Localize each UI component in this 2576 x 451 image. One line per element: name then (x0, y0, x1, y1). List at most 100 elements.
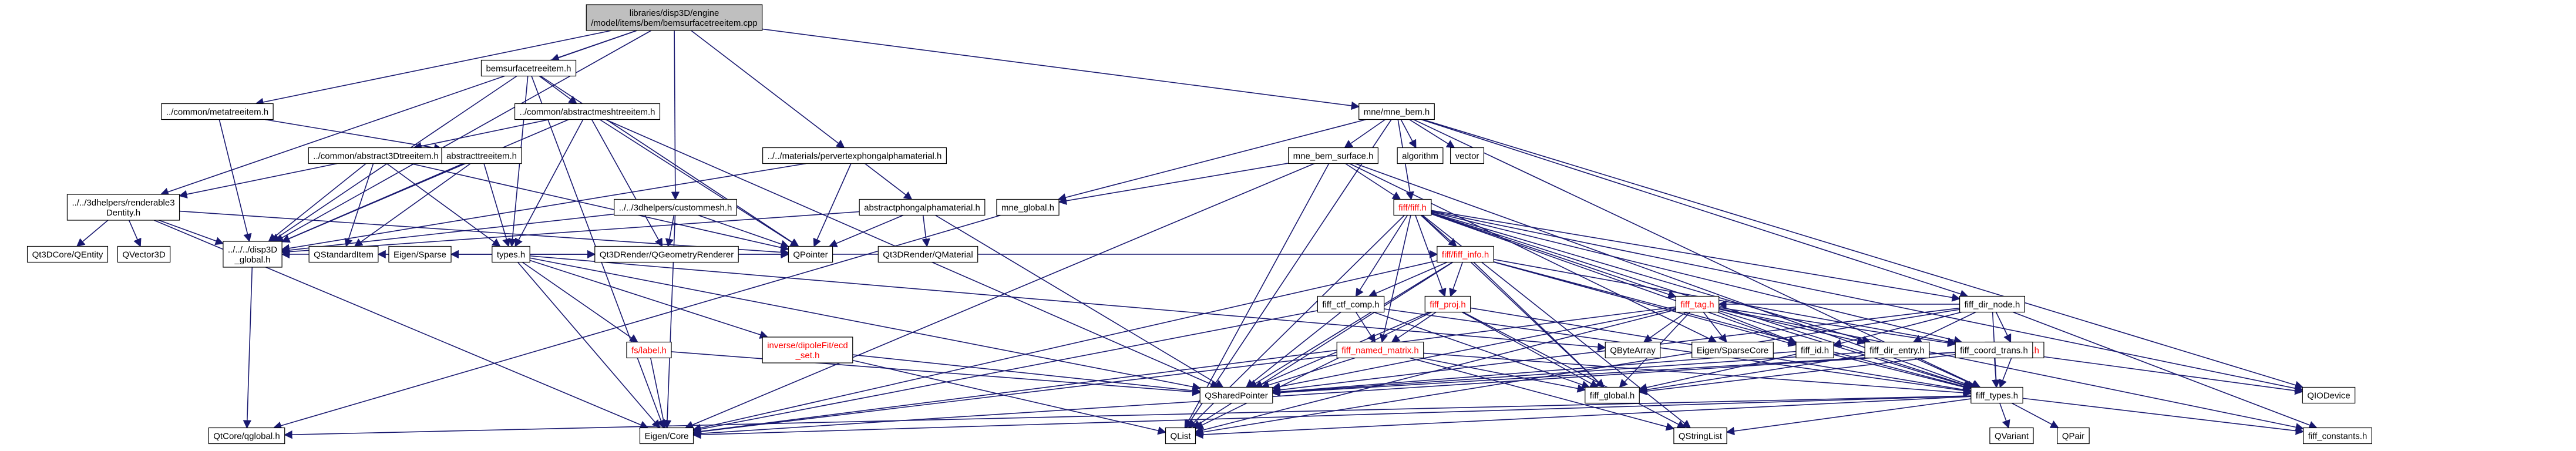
node-qvariant[interactable]: QVariant (1989, 427, 2034, 445)
edge-ab3d-to-disp3dg (268, 163, 366, 242)
node-vector[interactable]: vector (1450, 147, 1485, 164)
node-abmesh[interactable]: ../common/abstractmeshtreeitem.h (514, 103, 661, 120)
node-fsilabel[interactable]: fs/label.h (626, 341, 672, 359)
node-label: fiff_coord_trans.h (1960, 346, 2028, 356)
edge-fifftypes-to-fiffconst (2023, 398, 2305, 435)
node-label: Qt3DRender/QGeometryRenderer (600, 250, 734, 260)
node-fifftypes[interactable]: fiff_types.h (1970, 386, 2023, 404)
edge-bst-to-qpointer (540, 75, 799, 247)
edge-fiff-to-qiodevice (1431, 210, 2303, 393)
node-root[interactable]: libraries/disp3D/engine/model/items/bem/… (586, 4, 763, 31)
dependency-edges (76, 28, 2318, 439)
node-label: ../common/abstractmeshtreeitem.h (520, 107, 655, 117)
edge-abtree-to-types (483, 163, 511, 247)
node-fiffdir[interactable]: fiff_dir_node.h (1959, 295, 2025, 313)
edge-fifftag-to-fiffdirentry (1719, 308, 1866, 345)
edge-dipolefit-to-qshared (852, 354, 1201, 395)
node-label: fs/label.h (631, 346, 667, 356)
node-qgeomrend[interactable]: Qt3DRender/QGeometryRenderer (594, 245, 739, 263)
node-box (762, 336, 853, 364)
node-abphong[interactable]: ../../materials/pervertexphongalphamater… (762, 147, 947, 164)
edge-fiffinfo-to-eigencore (692, 260, 1438, 432)
edge-rendr-to-qvector3d (128, 220, 142, 247)
edge-fifftypes-to-eigencore (692, 395, 1971, 439)
node-fiffnamed[interactable]: fiff_named_matrix.h (1336, 341, 1424, 359)
node-qbytearray[interactable]: QByteArray (1605, 341, 1661, 359)
edge-root-to-cmesh (671, 30, 680, 200)
edge-fiffinfo-to-fiffctf (1368, 261, 1448, 297)
node-box (1393, 198, 1432, 216)
edge-root-to-abphong (691, 30, 845, 149)
node-ab3d[interactable]: ../common/abstract3Dtreeitem.h (308, 147, 444, 164)
node-mnesurf[interactable]: mne_bem_surface.h (1288, 147, 1378, 164)
node-qpointer[interactable]: QPointer (788, 245, 833, 263)
node-box (441, 147, 522, 164)
node-box (1675, 295, 1720, 313)
node-qshared[interactable]: QSharedPointer (1199, 386, 1273, 404)
node-box (1336, 341, 1424, 359)
edge-root-to-mnebem (762, 28, 1360, 110)
node-label: fiff_dir_entry.h (1869, 346, 1925, 356)
node-box (877, 245, 978, 263)
node-box (117, 245, 171, 263)
node-fiffid[interactable]: fiff_id.h (1795, 341, 1834, 359)
node-abphong2[interactable]: abstractphongalphamaterial.h (859, 198, 986, 216)
edge-rendr-to-disp3dg (159, 220, 224, 245)
node-box (1165, 427, 1196, 445)
node-mneglob[interactable]: mne_global.h (996, 198, 1060, 216)
node-box (1397, 147, 1444, 164)
edge-root-to-cmeta (255, 30, 612, 106)
node-label: fiff/fiff.h (1398, 203, 1427, 213)
node-qstditem[interactable]: QStandardItem (308, 245, 379, 263)
edge-fiff-to-fiffctf (1355, 215, 1408, 297)
node-dipolefit[interactable]: inverse/dipoleFit/ecd_set.h (762, 336, 853, 364)
node-qtcoreglobal[interactable]: QtCore/qglobal.h (208, 427, 285, 445)
edge-fifftypes-to-qtcoreglobal (284, 395, 1971, 439)
node-fiffconst[interactable]: fiff_constants.h (2303, 427, 2372, 445)
node-types[interactable]: types.h (492, 245, 530, 263)
edge-fsilabel-to-eigencore (650, 358, 668, 429)
node-fiffdirentry[interactable]: fiff_dir_entry.h (1864, 341, 1930, 359)
node-box (762, 147, 947, 164)
node-eigensparse[interactable]: Eigen/Sparse (388, 245, 452, 263)
edge-mnesurf-to-fiff (1345, 163, 1401, 200)
node-disp3dg[interactable]: ../../../disp3D_global.h (223, 241, 283, 268)
node-algorithm[interactable]: algorithm (1397, 147, 1444, 164)
edge-fifftypes-to-qstringlist (1726, 398, 1971, 436)
node-box (480, 59, 577, 77)
node-label: fiff_id.h (1801, 346, 1829, 356)
node-bst[interactable]: bemsurfacetreeitem.h (480, 59, 577, 77)
node-box (594, 245, 739, 263)
node-eigencore[interactable]: Eigen/Core (639, 427, 694, 445)
node-fifftag[interactable]: fiff_tag.h (1675, 295, 1720, 313)
node-fiffcoord[interactable]: fiff_coord_trans.h (1955, 341, 2033, 359)
node-cmesh[interactable]: ../../3dhelpers/custommesh.h (614, 198, 737, 216)
edge-types-to-dipolefit (529, 260, 769, 339)
edge-mnebem-to-mnesurf (1344, 119, 1386, 149)
node-abtree[interactable]: abstracttreeitem.h (441, 147, 522, 164)
node-fiffproj[interactable]: fiff_proj.h (1424, 295, 1471, 313)
node-fiffglobal[interactable]: fiff_global.h (1585, 386, 1640, 404)
node-fiffinfo[interactable]: fiff/fiff_info.h (1437, 245, 1494, 263)
node-fiff[interactable]: fiff/fiff.h (1393, 198, 1432, 216)
node-label: libraries/disp3D/engine (630, 8, 719, 18)
node-box (1605, 341, 1661, 359)
edge-fiffexplain-to-fifftypes (1999, 358, 2012, 388)
edge-abmesh-to-qpointer (599, 119, 799, 247)
edge-fiffcoord-to-eigencore (692, 352, 1956, 438)
node-qlist[interactable]: QList (1165, 427, 1196, 445)
edge-cmeta-to-disp3dg (218, 119, 252, 243)
node-cmeta[interactable]: ../common/metatreeitem.h (161, 103, 274, 120)
node-fiffctf[interactable]: fiff_ctf_comp.h (1317, 295, 1385, 313)
node-label: ../../materials/pervertexphongalphamater… (768, 152, 942, 161)
node-qiodevice[interactable]: QIODevice (2302, 386, 2356, 404)
node-qpair[interactable]: QPair (2057, 427, 2090, 445)
node-qmaterial[interactable]: Qt3DRender/QMaterial (877, 245, 978, 263)
node-qt3dentity[interactable]: Qt3DCore/QEntity (26, 245, 109, 263)
node-qstringlist[interactable]: QStringList (1673, 427, 1727, 445)
node-eigensparsecore[interactable]: Eigen/SparseCore (1691, 341, 1774, 359)
node-qvector3d[interactable]: QVector3D (117, 245, 171, 263)
node-mnebem[interactable]: mne/mne_bem.h (1358, 103, 1435, 120)
edge-mnebem-to-algorithm (1400, 119, 1417, 149)
